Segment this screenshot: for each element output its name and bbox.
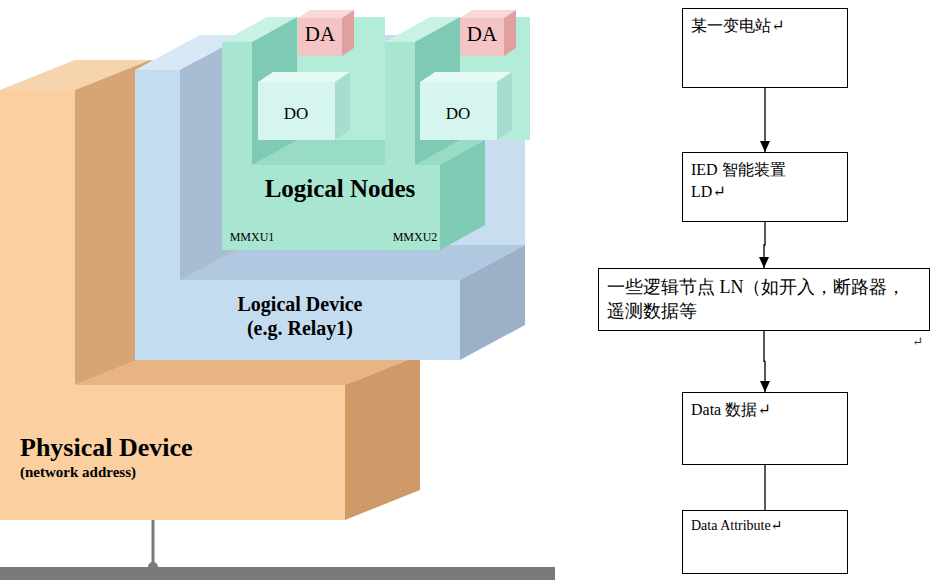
layer-label: (network address) [20,463,350,481]
box-text: Data 数据↵ [691,399,839,421]
logical-node: MMXU1DODA [222,230,282,248]
network-bus [0,567,555,580]
box-text: Data Attribute↵ [691,517,839,536]
box-text: IED 智能装置 LD↵ [691,159,802,202]
layer-label: MMXU1 [222,230,282,244]
da1-side [342,10,354,56]
layer-label: MMXU2 [385,230,445,244]
connector-line [764,465,765,510]
da2-front [460,18,504,56]
box-text: 一些逻辑节点 LN（如开入，断路器，遥测数据等 [607,275,923,324]
process-box: 一些逻辑节点 LN（如开入，断路器，遥测数据等 [598,268,930,331]
do2-side [497,72,512,140]
mmxu1-wall-front [222,42,252,165]
flow-connector [759,222,769,268]
arrow-head [759,257,769,268]
data-attribute: DA [298,22,342,52]
physical-device: Physical Device(network address)Logical … [20,432,350,514]
logical-node: MMXU2DODA [385,230,445,248]
network-stem [152,520,155,567]
flow-connector [760,331,770,392]
data-object: DODA [428,104,488,130]
mmxu2-wall-front [385,42,415,165]
process-box: 某一变电站↵ [682,8,848,88]
da1-front [298,18,342,56]
layer-label: DO [428,104,488,124]
data-attribute: DA [460,22,504,52]
layer-label: Physical Device [20,432,350,463]
do1-side [335,72,350,140]
do2-top [420,72,512,82]
flow-connector [760,88,770,152]
do2-front [420,82,497,140]
logical-device-side [460,245,525,360]
flow-connector [765,465,766,510]
layer-label: (e.g. Relay1) [140,316,460,340]
data-object: DODA [266,104,326,130]
da2-side [504,10,516,56]
box-text: 某一变电站↵ [691,15,839,37]
logical-nodes-side [440,140,485,250]
arrow-head [760,141,770,152]
layer-label: DA [298,22,342,47]
layer-label: DO [266,104,326,124]
do1-front [258,82,335,140]
arrow-head [760,381,770,392]
layer-label: DA [460,22,504,47]
layer-label: Logical Device [140,292,460,316]
logical-nodes: Logical NodesMMXU1DODAMMXU2DODA [240,174,440,214]
network-tap [148,562,158,572]
paragraph-mark: ↵ [912,334,923,350]
physical-side [345,355,420,520]
layer-label: Logical Nodes [240,174,440,204]
process-box: IED 智能装置 LD↵ [682,152,848,222]
process-box: Data 数据↵ [682,392,848,465]
logical-device: Logical Device(e.g. Relay1)Logical Nodes… [140,292,460,354]
do1-top [258,72,350,82]
process-box: Data Attribute↵ [682,510,848,574]
